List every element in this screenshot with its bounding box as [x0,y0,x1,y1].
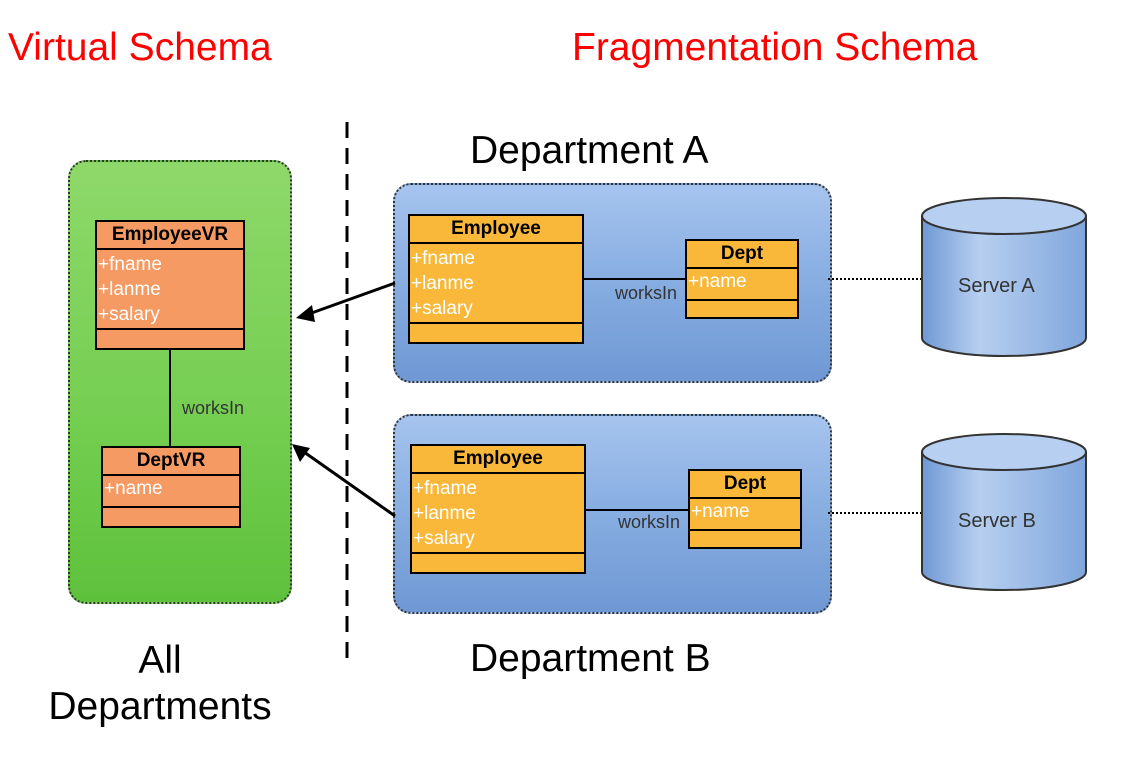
attribute: +name [688,271,747,292]
attribute: +fname [411,248,475,269]
attribute: +lanme [411,273,474,294]
attribute: +fname [413,478,477,499]
all-departments-line-2: Departments [48,685,272,728]
all-departments-caption: All Departments [20,638,300,730]
dept-a-class: Dept +name [685,239,799,319]
class-attributes: +fname +lanme +salary [410,244,582,324]
mapping-arrowhead-b [292,444,310,462]
virtual-schema-heading: Virtual Schema [8,26,272,69]
class-attributes: +name [103,476,239,508]
fragmentation-schema-heading: Fragmentation Schema [572,26,978,69]
server-b-label: Server B [958,510,1036,532]
server-b-cylinder [921,433,1087,591]
attribute: +salary [413,528,475,549]
attribute: +lanme [98,279,161,300]
class-title: Employee [412,446,584,474]
employee-a-class: Employee +fname +lanme +salary [408,214,584,344]
class-attributes: +name [690,499,800,531]
virtual-association-label: worksIn [182,398,245,418]
department-b-association-label: worksIn [618,512,681,532]
department-a-caption: Department A [470,129,709,172]
employee-vr-class: EmployeeVR +fname +lanme +salary [95,220,245,350]
class-attributes: +fname +lanme +salary [412,474,584,554]
attribute: +lanme [413,503,476,524]
dept-b-class: Dept +name [688,469,802,549]
attribute: +salary [98,304,160,325]
server-a-cylinder [921,197,1087,357]
employee-b-class: Employee +fname +lanme +salary [410,444,586,574]
class-title: EmployeeVR [97,222,243,250]
all-departments-line-1: All [138,639,182,682]
department-b-caption: Department B [470,637,711,680]
class-title: DeptVR [103,448,239,476]
department-a-association-label: worksIn [615,283,678,303]
attribute: +name [691,501,750,522]
class-attributes: +name [687,269,797,301]
mapping-arrow-b [303,450,396,518]
attribute: +name [104,478,163,499]
server-a-label: Server A [958,275,1035,297]
mapping-arrowhead-a [296,305,315,322]
class-title: Employee [410,216,582,244]
dept-vr-class: DeptVR +name [101,446,241,528]
class-attributes: +fname +lanme +salary [97,250,243,330]
attribute: +salary [411,298,473,319]
mapping-arrow-a [305,281,396,317]
class-title: Dept [690,471,800,499]
attribute: +fname [98,254,162,275]
class-title: Dept [687,241,797,269]
